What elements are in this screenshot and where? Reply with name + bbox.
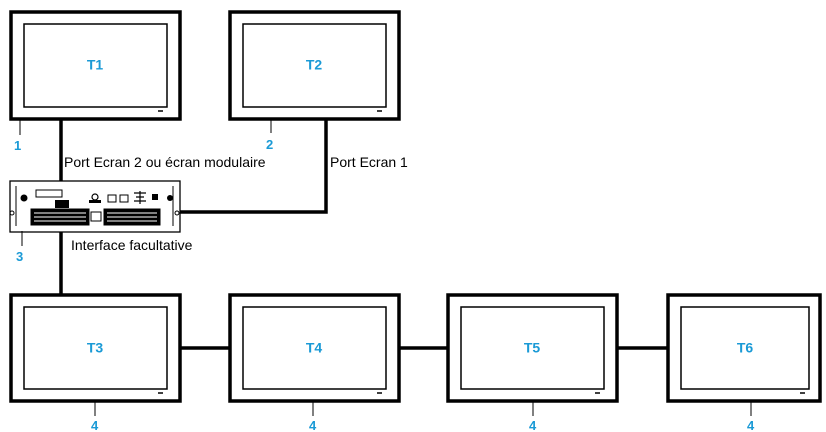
terminal-t3: T3 4 <box>9 293 182 432</box>
terminal-label-t3: T3 <box>87 340 104 356</box>
callout-t6: 4 <box>747 418 755 432</box>
terminal-t2: T2 2 <box>228 10 401 152</box>
label-port-2: Port Ecran 2 ou écran modulaire <box>64 154 266 170</box>
callout-t5: 4 <box>529 418 537 432</box>
terminal-label-t4: T4 <box>306 340 323 356</box>
terminal-label-t1: T1 <box>87 57 104 73</box>
terminal-label-t2: T2 <box>306 57 323 73</box>
label-optional-interface: Interface facultative <box>71 237 193 253</box>
terminal-t1: T1 1 <box>9 10 182 153</box>
cable-t2-box <box>180 119 328 214</box>
interface-box: 3 <box>9 180 181 264</box>
terminal-label-t6: T6 <box>737 340 754 356</box>
callout-box: 3 <box>16 249 23 264</box>
terminal-label-t5: T5 <box>524 340 541 356</box>
callout-t2: 2 <box>266 137 273 152</box>
label-port-1: Port Ecran 1 <box>330 154 408 170</box>
callout-t1: 1 <box>14 138 21 153</box>
terminal-t5: T5 4 <box>446 293 619 432</box>
callout-t4: 4 <box>309 418 317 432</box>
terminal-t4: T4 4 <box>228 293 401 432</box>
callout-t3: 4 <box>91 418 99 432</box>
terminal-t6: T6 4 <box>666 293 822 432</box>
